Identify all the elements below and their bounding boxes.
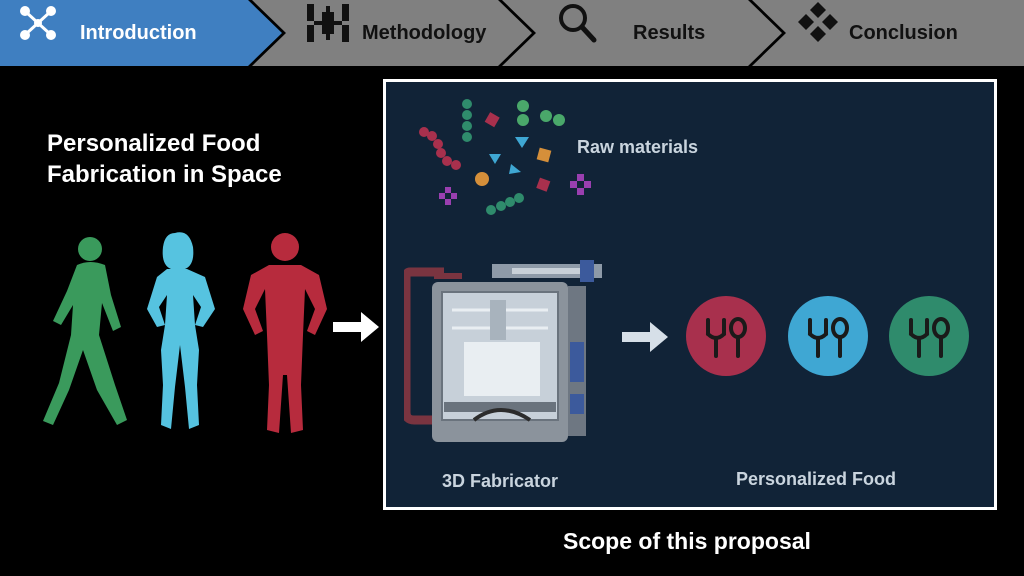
step-label-introduction[interactable]: Introduction <box>80 22 197 44</box>
walking-person-icon <box>43 237 127 425</box>
fabricator-label: 3D Fabricator <box>442 471 559 491</box>
space-station-icon <box>307 4 349 42</box>
food-plate-red <box>686 296 766 376</box>
food-plate-blue <box>788 296 868 376</box>
molecule-icon <box>20 6 56 40</box>
step-bg-conclusion[interactable] <box>752 0 1024 66</box>
scope-caption: Scope of this proposal <box>563 528 811 554</box>
man-standing-icon <box>243 233 327 433</box>
step-bg-introduction[interactable] <box>0 0 282 66</box>
fork-spoon-icon <box>706 317 747 358</box>
step-label-methodology[interactable]: Methodology <box>362 22 487 44</box>
diamond-cluster-icon <box>798 2 838 42</box>
slide-title-line-1: Personalized Food <box>47 130 261 157</box>
3d-printer-icon <box>404 260 602 442</box>
magnifier-icon <box>559 4 597 43</box>
fork-spoon-icon <box>808 317 849 358</box>
woman-standing-icon <box>147 232 215 429</box>
arrow-right-icon <box>333 312 379 342</box>
raw-materials-icon <box>419 99 591 215</box>
slide-title-line-2: Fabrication in Space <box>47 161 282 188</box>
progress-nav: Introduction Methodology Results Conclus… <box>0 0 1024 66</box>
raw-materials-label: Raw materials <box>577 137 699 157</box>
step-bg-results[interactable] <box>502 0 782 66</box>
scope-box: Raw materials 3D Fabricator <box>383 79 997 510</box>
fork-spoon-icon <box>909 317 950 358</box>
step-label-results[interactable]: Results <box>633 22 706 44</box>
personalized-food-label: Personalized Food <box>736 469 897 489</box>
people-group <box>43 232 327 433</box>
food-plate-green <box>889 296 969 376</box>
step-label-conclusion[interactable]: Conclusion <box>849 22 958 44</box>
slide-title: Personalized Food Fabrication in Space <box>47 128 282 190</box>
arrow-right-icon <box>622 322 668 352</box>
